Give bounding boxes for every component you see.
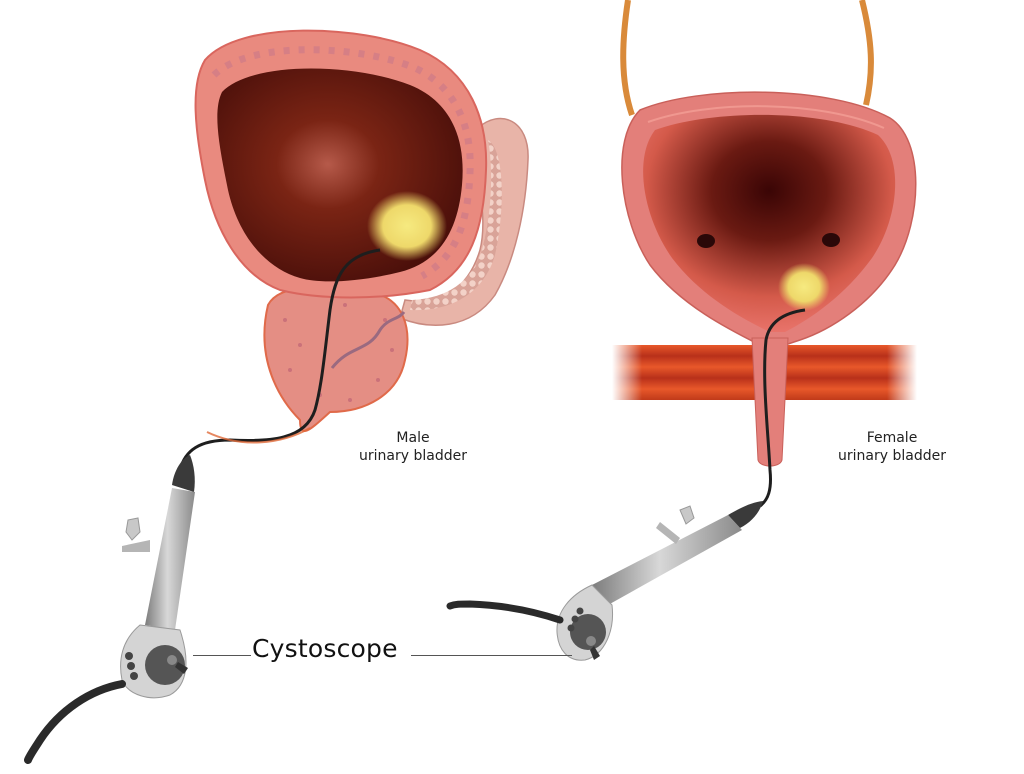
female-bladder-illustration: [612, 0, 917, 467]
scope-side-port: [122, 540, 150, 552]
right-ureteral-orifice: [822, 233, 840, 247]
female-lesion: [778, 263, 830, 311]
scope-button-1: [125, 652, 133, 660]
female-cystoscope-insertion-tube: [759, 308, 806, 508]
prostate: [263, 286, 409, 433]
scope-eyepiece: [570, 614, 606, 650]
scope-stopcock: [125, 517, 141, 541]
male-label-line1: Male: [396, 430, 430, 446]
scope-side-port: [656, 522, 680, 544]
male-bladder-illustration: [194, 29, 529, 433]
vas-deferens: [330, 310, 406, 369]
scope-shaft: [145, 488, 195, 630]
scope-button-3: [130, 672, 138, 680]
scope-button-1: [576, 607, 584, 615]
male-bladder-label: Male urinary bladder: [348, 429, 478, 465]
right-ureter: [859, 0, 874, 106]
female-bladder-lumen: [643, 114, 896, 333]
female-bladder-label: Female urinary bladder: [822, 429, 962, 465]
cystoscope-leader-line-right: [411, 655, 572, 656]
cystoscope-label: Cystoscope: [252, 634, 398, 663]
scope-eyepiece: [145, 645, 185, 685]
scope-tip: [728, 501, 763, 528]
female-label-line1: Female: [866, 430, 918, 446]
female-urethra: [751, 337, 789, 467]
scope-light-cable: [446, 600, 564, 624]
left-ureter: [620, 0, 635, 116]
scope-stopcock: [679, 505, 695, 525]
male-cystoscope-insertion-tube: [178, 248, 381, 471]
left-ureteral-orifice: [697, 234, 715, 248]
female-cystoscope: [446, 501, 763, 661]
male-label-line2: urinary bladder: [359, 448, 467, 465]
scope-tip: [172, 455, 195, 492]
scope-light-cable: [24, 680, 126, 764]
female-label-line2: urinary bladder: [838, 448, 946, 465]
male-cystoscope: [24, 455, 195, 764]
scope-button-2: [127, 662, 135, 670]
scope-shaft: [592, 515, 742, 605]
scope-button-3: [567, 624, 575, 632]
scope-button-2: [571, 615, 579, 623]
cystoscope-leader-line-left: [193, 655, 251, 656]
male-lesion: [367, 191, 447, 261]
